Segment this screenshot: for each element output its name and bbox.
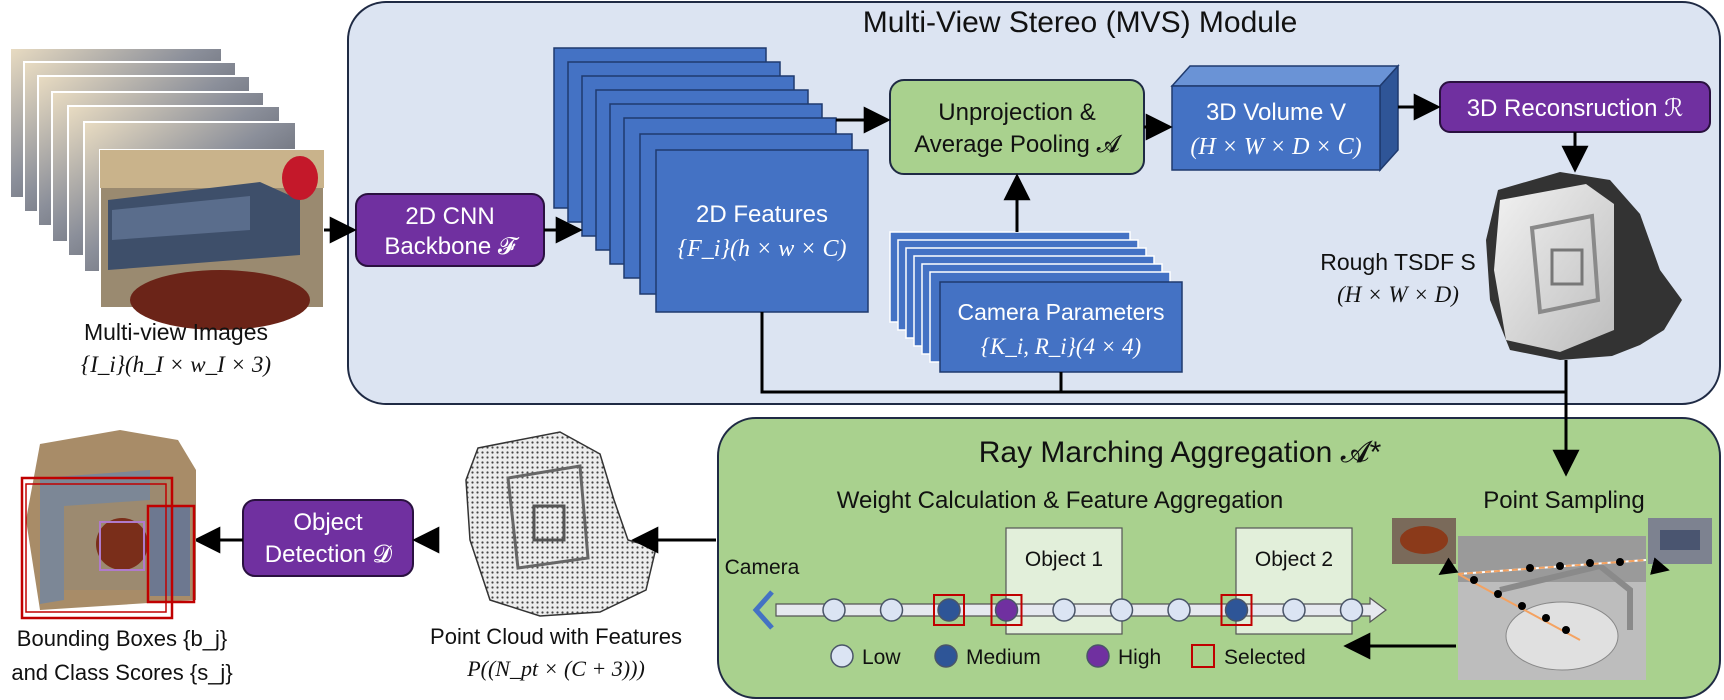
legend-low-label: Low	[862, 646, 901, 669]
tsdf-volume-image	[1486, 172, 1682, 360]
camera-frustum-icon	[752, 590, 774, 630]
tsdf-line1: Rough TSDF S	[1320, 249, 1476, 275]
features-line1: 2D Features	[696, 201, 828, 228]
weight-legend: Low Medium High Selected	[830, 644, 1306, 669]
legend-selected-label: Selected	[1224, 646, 1306, 669]
multiview-image-stack	[9, 47, 325, 330]
reconstruction-box: 3D Reconsruction ℛ	[1439, 81, 1711, 133]
volume-cube: 3D Volume V (H × W × D × C)	[1170, 64, 1400, 172]
cnn-backbone-box: 2D CNN Backbone 𝓕	[355, 193, 545, 267]
features-line2: {F_i}(h × w × C)	[678, 236, 847, 262]
camera-parameters-stack	[889, 231, 1183, 373]
cnn-backbone-line1: 2D CNN	[405, 203, 494, 230]
legend-high-label: High	[1118, 646, 1161, 669]
selected-marker	[990, 594, 1023, 626]
ray-marching-title: Ray Marching Aggregation 𝓐*	[979, 436, 1382, 469]
object1-label: Object 1	[1025, 548, 1103, 571]
feature-map-stack	[553, 47, 869, 313]
legend-high-swatch	[1086, 644, 1110, 668]
ray-sample-point-low	[1282, 598, 1306, 622]
reconstruction-label: 3D Reconsruction ℛ	[1467, 95, 1684, 122]
object2-label: Object 2	[1255, 548, 1333, 571]
selected-marker	[933, 594, 965, 626]
volume-line1: 3D Volume V	[1206, 99, 1346, 126]
point-cloud-image	[465, 431, 657, 617]
multiview-images-notation: {I_i}(h_I × w_I × 3)	[81, 352, 271, 377]
detected-scene-image	[20, 430, 196, 620]
ray-sample-point-high	[994, 598, 1019, 622]
camera-params-line2: {K_i, R_i}(4 × 4)	[981, 334, 1141, 359]
ray-sample-point-medium	[937, 598, 961, 622]
detection-line2: Detection 𝓓	[265, 541, 393, 568]
ray-sample-point-low	[1167, 598, 1191, 622]
legend-low-swatch	[830, 644, 854, 668]
legend-medium-label: Medium	[966, 646, 1041, 669]
unprojection-line2: Average Pooling 𝓐	[914, 131, 1122, 158]
unprojection-box: Unprojection & Average Pooling 𝓐	[889, 79, 1145, 175]
point-sampling-image	[1392, 518, 1712, 680]
detection-line1: Object	[293, 509, 363, 536]
camera-label: Camera	[725, 556, 800, 579]
ray-sample-points	[822, 594, 1364, 626]
multiview-images-label: Multi-view Images	[84, 319, 268, 345]
mvs-module-title: Multi-View Stereo (MVS) Module	[863, 6, 1298, 39]
object-detection-box: Object Detection 𝓓	[242, 499, 414, 577]
volume-line2: (H × W × D × C)	[1190, 134, 1361, 160]
cnn-backbone-line2: Backbone 𝓕	[384, 233, 519, 260]
ray-sample-point-low	[1052, 598, 1076, 622]
ray-sample-point-low	[1109, 598, 1134, 622]
ray-sample-point-medium	[1224, 598, 1249, 622]
mvs-connectors	[324, 93, 1589, 477]
point-cloud-line2: P((N_pt × (C + 3)))	[466, 656, 645, 681]
tsdf-line2: (H × W × D)	[1337, 282, 1459, 307]
ray-sample-point-low	[822, 598, 846, 622]
point-sampling-label: Point Sampling	[1483, 487, 1644, 514]
legend-medium-swatch	[934, 644, 958, 668]
ray-sample-point-low	[1339, 598, 1364, 622]
sofa-photo	[99, 149, 325, 330]
ray-sample-point-low	[879, 598, 904, 622]
selected-marker	[1220, 594, 1253, 626]
weight-calc-subtitle: Weight Calculation & Feature Aggregation	[837, 487, 1284, 514]
outputs-line1: Bounding Boxes {b_j}	[17, 626, 227, 651]
point-cloud-line1: Point Cloud with Features	[430, 624, 682, 649]
camera-params-line1: Camera Parameters	[957, 299, 1164, 325]
unprojection-line1: Unprojection &	[938, 99, 1095, 126]
legend-selected-swatch	[1191, 644, 1215, 668]
outputs-line2: and Class Scores {s_j}	[11, 660, 232, 685]
